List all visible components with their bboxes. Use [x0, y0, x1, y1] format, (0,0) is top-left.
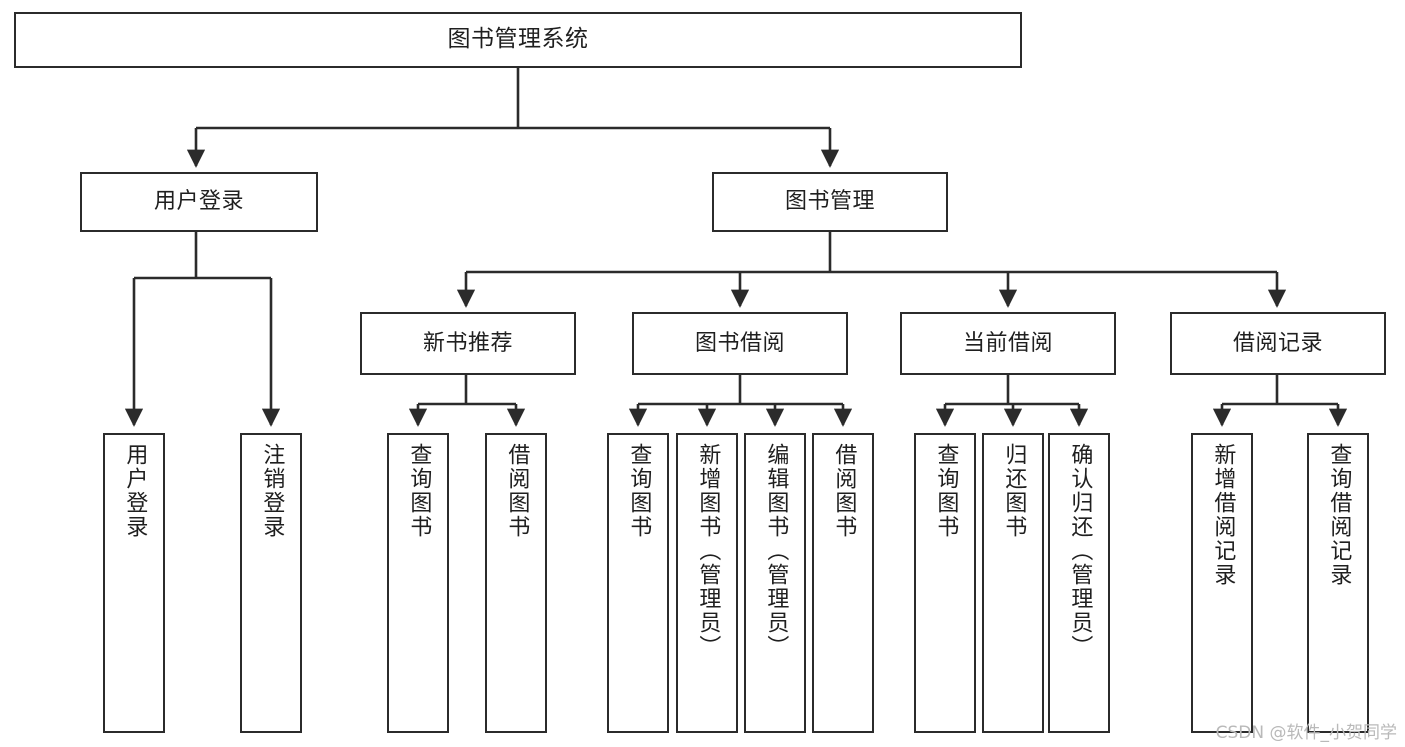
node-new-book-recommend-label: 新书推荐: [422, 330, 513, 356]
node-user-login-label: 用户登录: [153, 189, 244, 215]
node-root[interactable]: 图书管理系统: [14, 12, 1022, 68]
node-current-borrow-label: 当前借阅: [962, 330, 1053, 356]
leaf-book-borrow-borrow-label: 借阅图书: [831, 443, 857, 539]
leaf-borrow-record-add[interactable]: 新增借阅记录: [1191, 433, 1253, 733]
leaf-user-login-signin[interactable]: 用户登录: [103, 433, 165, 733]
leaf-borrow-record-add-label: 新增借阅记录: [1210, 443, 1236, 587]
leaf-current-borrow-confirm[interactable]: 确认归还（管理员）: [1048, 433, 1110, 733]
leaf-current-borrow-query-label: 查询图书: [933, 443, 959, 539]
leaf-current-borrow-return[interactable]: 归还图书: [982, 433, 1044, 733]
leaf-new-book-query[interactable]: 查询图书: [387, 433, 449, 733]
node-book-management-label: 图书管理: [784, 189, 875, 215]
leaf-book-borrow-edit-label: 编辑图书（管理员）: [763, 443, 789, 659]
leaf-current-borrow-query[interactable]: 查询图书: [914, 433, 976, 733]
node-borrow-record[interactable]: 借阅记录: [1170, 312, 1386, 375]
node-current-borrow[interactable]: 当前借阅: [900, 312, 1116, 375]
leaf-new-book-query-label: 查询图书: [406, 443, 432, 539]
leaf-borrow-record-query-label: 查询借阅记录: [1326, 443, 1352, 587]
leaf-user-login-signout[interactable]: 注销登录: [240, 433, 302, 733]
leaf-book-borrow-edit[interactable]: 编辑图书（管理员）: [744, 433, 806, 733]
leaf-book-borrow-borrow[interactable]: 借阅图书: [812, 433, 874, 733]
node-book-borrow-label: 图书借阅: [694, 330, 785, 356]
node-book-borrow[interactable]: 图书借阅: [632, 312, 848, 375]
leaf-book-borrow-add[interactable]: 新增图书（管理员）: [676, 433, 738, 733]
leaf-borrow-record-query[interactable]: 查询借阅记录: [1307, 433, 1369, 733]
csdn-watermark: CSDN @软件_小贺同学: [1215, 723, 1397, 743]
leaf-book-borrow-add-label: 新增图书（管理员）: [695, 443, 721, 659]
leaf-book-borrow-query-label: 查询图书: [626, 443, 652, 539]
node-root-label: 图书管理系统: [447, 26, 589, 53]
leaf-new-book-borrow[interactable]: 借阅图书: [485, 433, 547, 733]
node-book-management[interactable]: 图书管理: [712, 172, 948, 232]
leaf-current-borrow-confirm-label: 确认归还（管理员）: [1067, 443, 1093, 659]
node-new-book-recommend[interactable]: 新书推荐: [360, 312, 576, 375]
leaf-new-book-borrow-label: 借阅图书: [504, 443, 530, 539]
node-user-login[interactable]: 用户登录: [80, 172, 318, 232]
leaf-current-borrow-return-label: 归还图书: [1001, 443, 1027, 539]
leaf-book-borrow-query[interactable]: 查询图书: [607, 433, 669, 733]
leaf-user-login-signin-label: 用户登录: [122, 443, 148, 539]
node-borrow-record-label: 借阅记录: [1232, 330, 1323, 356]
leaf-user-login-signout-label: 注销登录: [259, 443, 285, 539]
